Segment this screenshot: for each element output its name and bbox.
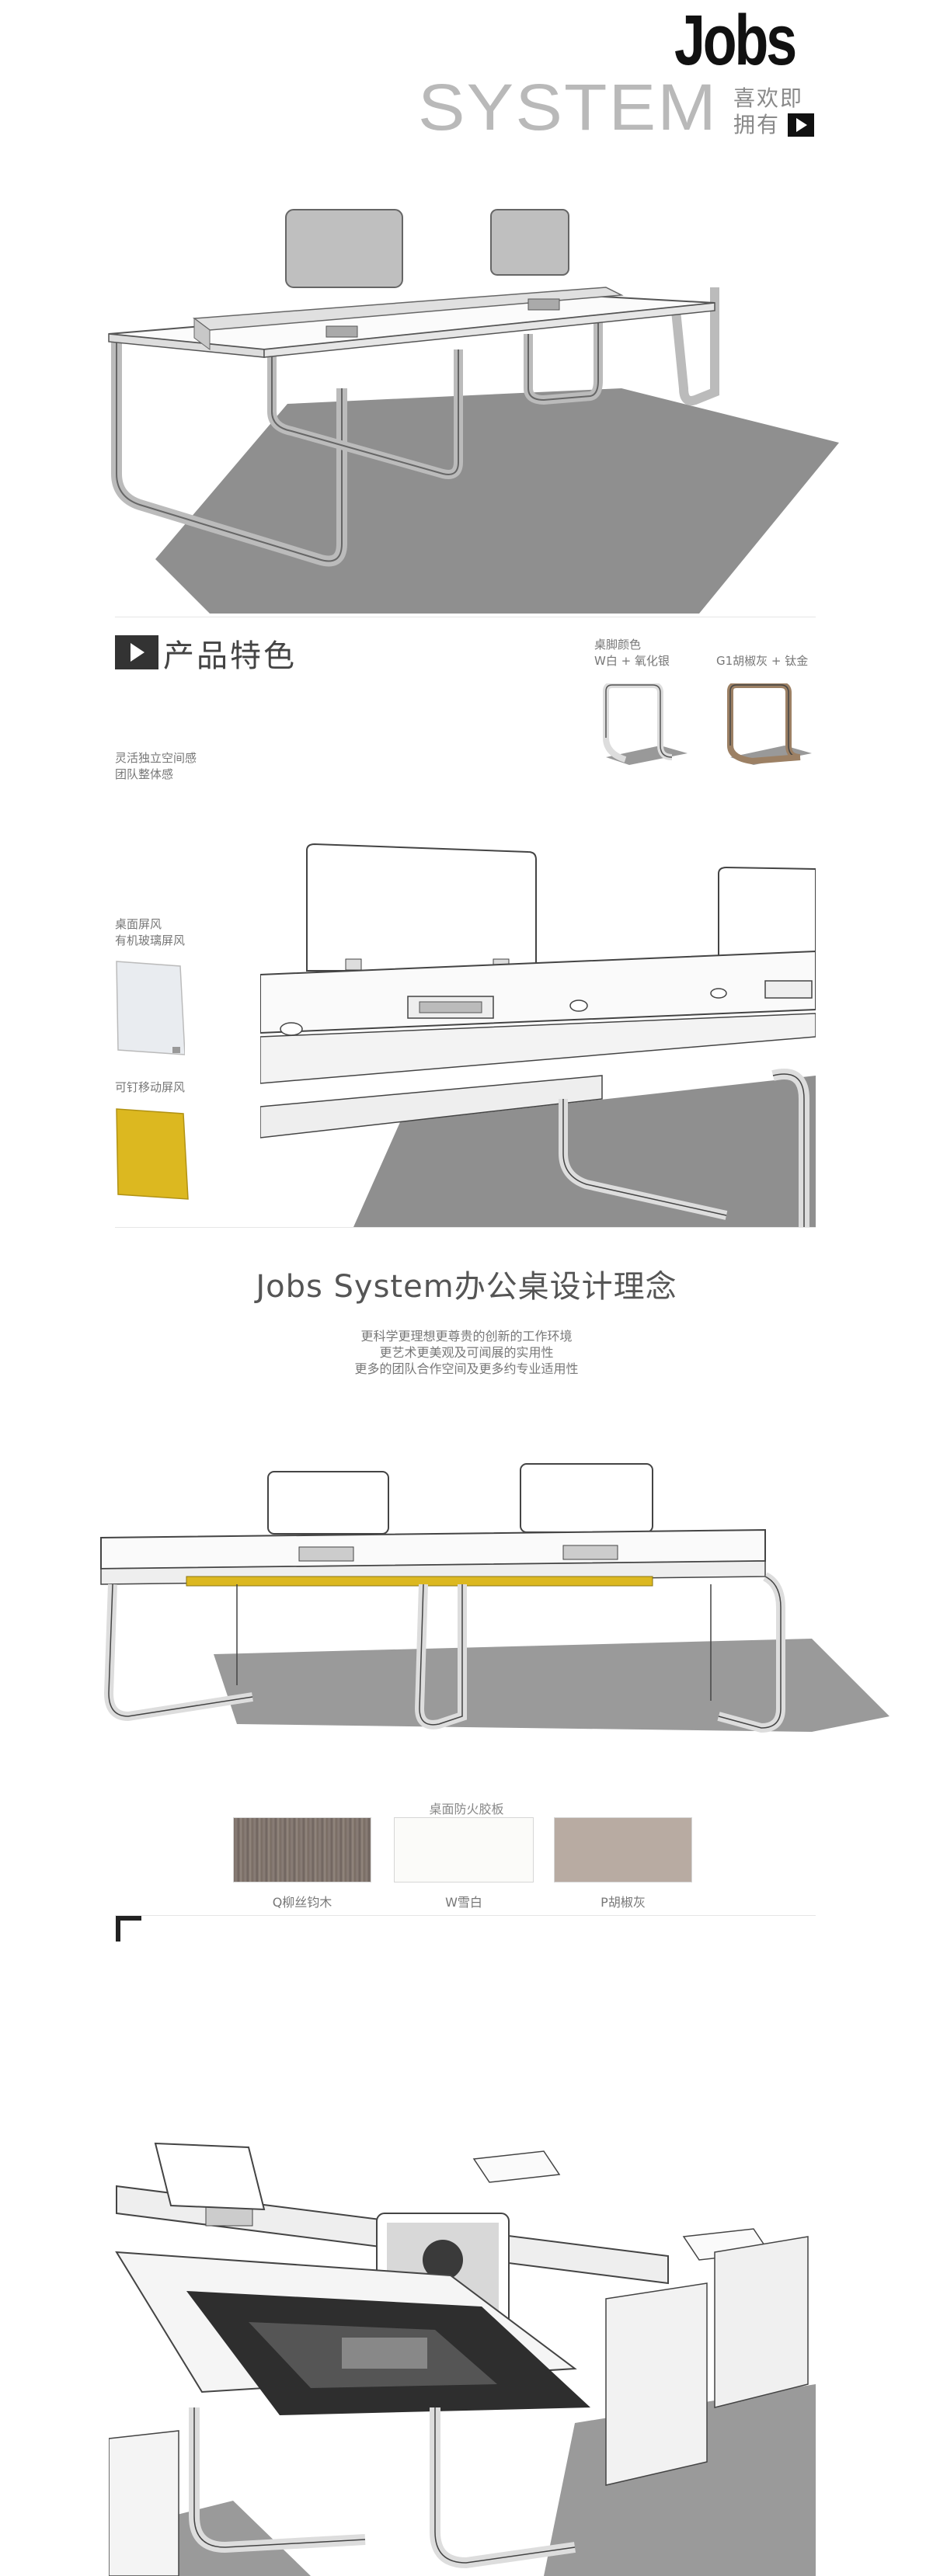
leg-color-title: 桌脚颜色	[594, 638, 642, 652]
desk-front-illustration	[100, 1463, 889, 1733]
features-description: 灵活独立空间感 团队整体感	[115, 750, 197, 783]
brand-system: SYSTEM	[418, 71, 718, 144]
concept-title: Jobs System办公桌设计理念	[256, 1269, 677, 1305]
leg-option-2: G1胡椒灰 + 钛金	[716, 654, 809, 668]
features-desc-line-1: 灵活独立空间感	[115, 751, 197, 765]
corner-bracket-icon	[116, 1916, 141, 1942]
screen-label-1: 桌面屏风	[115, 917, 162, 931]
finish-label-3: P胡椒灰	[601, 1895, 646, 1910]
concept-line-3: 更多的团队合作空间及更多约专业适用性	[354, 1361, 579, 1376]
leg-sample-gray	[727, 683, 812, 765]
yellow-screen-sample	[116, 1108, 189, 1200]
finish-label-1: Q柳丝钧木	[272, 1895, 332, 1910]
divider-bottom	[115, 1915, 816, 1916]
tagline-line-1: 喜欢即	[733, 85, 804, 111]
screen-labels: 桌面屏风 有机玻璃屏风	[115, 916, 185, 949]
concept-line-2: 更艺术更美观及可闻展的实用性	[379, 1345, 554, 1360]
play-icon[interactable]	[788, 113, 814, 137]
screen-label-2: 有机玻璃屏风	[115, 933, 186, 947]
brand-jobs: Jobs	[674, 1, 797, 80]
tagline: 喜欢即 拥有	[733, 85, 803, 138]
leg-option-1: W白 + 氧化银	[594, 654, 670, 668]
finish-label-2: W雪白	[445, 1895, 482, 1910]
concept-line-1: 更科学更理想更尊贵的创新的工作环境	[360, 1329, 573, 1344]
finish-swatch-2	[394, 1817, 534, 1882]
leg-color-info: 桌脚颜色 W白 + 氧化银	[594, 637, 670, 669]
section-play-icon	[115, 635, 158, 669]
desk-detail-illustration	[260, 843, 816, 1227]
glass-screen-sample	[116, 961, 185, 1055]
finish-swatch-1	[233, 1817, 371, 1882]
concept-lines: 更科学更理想更尊贵的创新的工作环境 更艺术更美观及可闻展的实用性 更多的团队合作…	[0, 1328, 933, 1377]
leg-sample-white	[603, 683, 688, 765]
features-desc-line-2: 团队整体感	[115, 767, 174, 781]
tagline-line-2: 拥有	[733, 112, 781, 137]
features-title: 产品特色	[163, 638, 297, 674]
finishes-title: 桌面防火胶板	[429, 1802, 504, 1816]
finish-swatch-3	[554, 1817, 692, 1882]
divider-mid	[115, 1227, 816, 1228]
hero-desk-illustration	[108, 209, 839, 614]
workstation-illustration	[109, 2142, 816, 2576]
screen-label-3: 可钉移动屏风	[115, 1080, 186, 1094]
